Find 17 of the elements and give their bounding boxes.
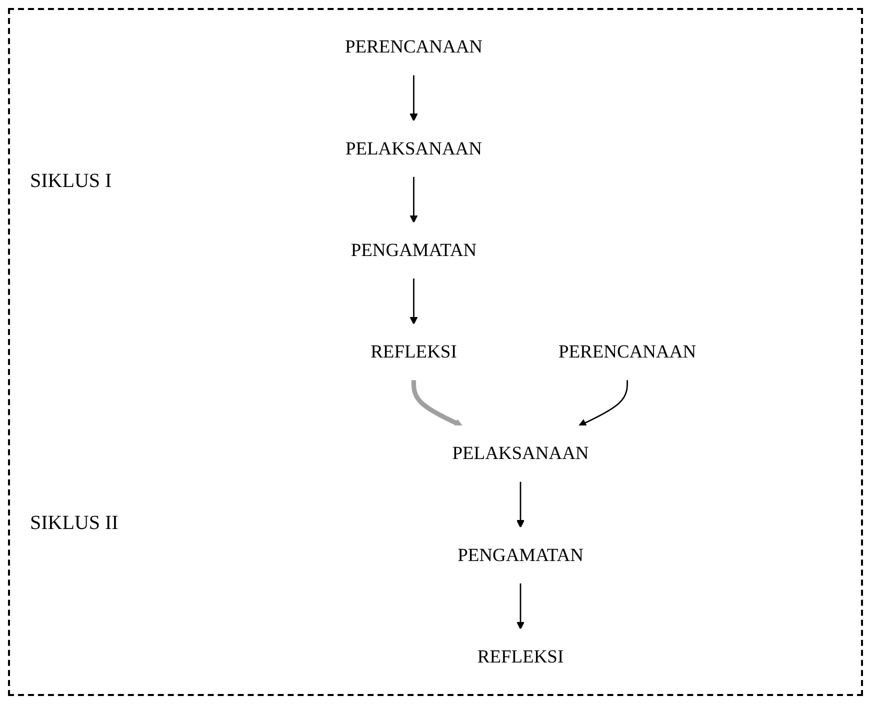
arrow	[516, 582, 525, 630]
arrow	[411, 380, 463, 426]
node-text: PELAKSANAAN	[452, 443, 589, 464]
cycle-label: SIKLUS II	[30, 512, 120, 534]
node-text: PERENCANAAN	[558, 342, 696, 362]
node-text: PERENCANAAN	[344, 36, 483, 58]
node-text: PENGAMATAN	[458, 545, 584, 566]
node-text: REFLEKSI	[477, 646, 564, 668]
arrow	[516, 481, 525, 528]
arrow	[578, 380, 628, 426]
node-text: REFLEKSI	[370, 342, 457, 362]
arrow	[410, 278, 418, 325]
cycle-label: SIKLUS I	[30, 170, 113, 192]
node-text: PELAKSANAAN	[345, 138, 482, 159]
arrow	[410, 74, 418, 122]
arrow	[410, 176, 418, 224]
node-text: PENGAMATAN	[350, 240, 477, 261]
